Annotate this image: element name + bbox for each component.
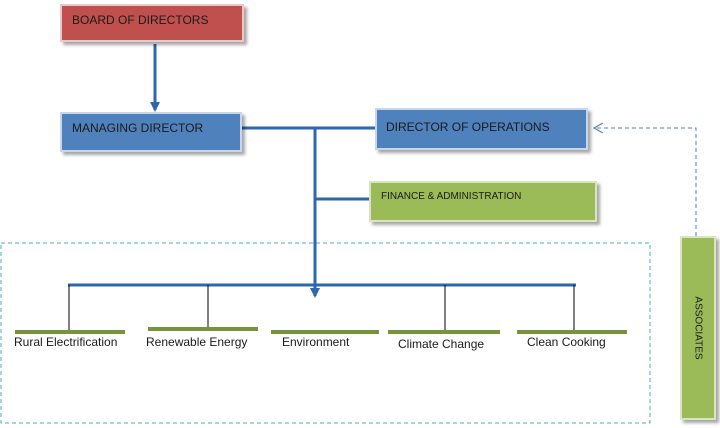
department-clean-cooking: Clean Cooking	[527, 335, 606, 349]
director-of-operations-label: DIRECTOR OF OPERATIONS	[386, 120, 550, 134]
finance-administration-box: FINANCE & ADMINISTRATION	[369, 181, 597, 222]
department-climate-change: Climate Change	[398, 337, 485, 351]
managing-director-box: MANAGING DIRECTOR	[60, 112, 242, 152]
department-environment: Environment	[282, 335, 350, 349]
department-renewable-energy: Renewable Energy	[146, 335, 248, 349]
associates-label: ASSOCIATES	[692, 296, 704, 360]
board-of-directors-label: BOARD OF DIRECTORS	[72, 13, 209, 27]
finance-administration-label: FINANCE & ADMINISTRATION	[381, 191, 522, 202]
associates-box: ASSOCIATES	[680, 236, 716, 420]
director-of-operations-box: DIRECTOR OF OPERATIONS	[375, 108, 588, 150]
associates-to-doo-connector	[594, 128, 697, 236]
managing-director-label: MANAGING DIRECTOR	[72, 121, 204, 135]
department-rural-electrification: Rural Electrification	[14, 335, 118, 349]
board-of-directors-box: BOARD OF DIRECTORS	[60, 4, 244, 42]
department-group-frame	[0, 242, 651, 424]
